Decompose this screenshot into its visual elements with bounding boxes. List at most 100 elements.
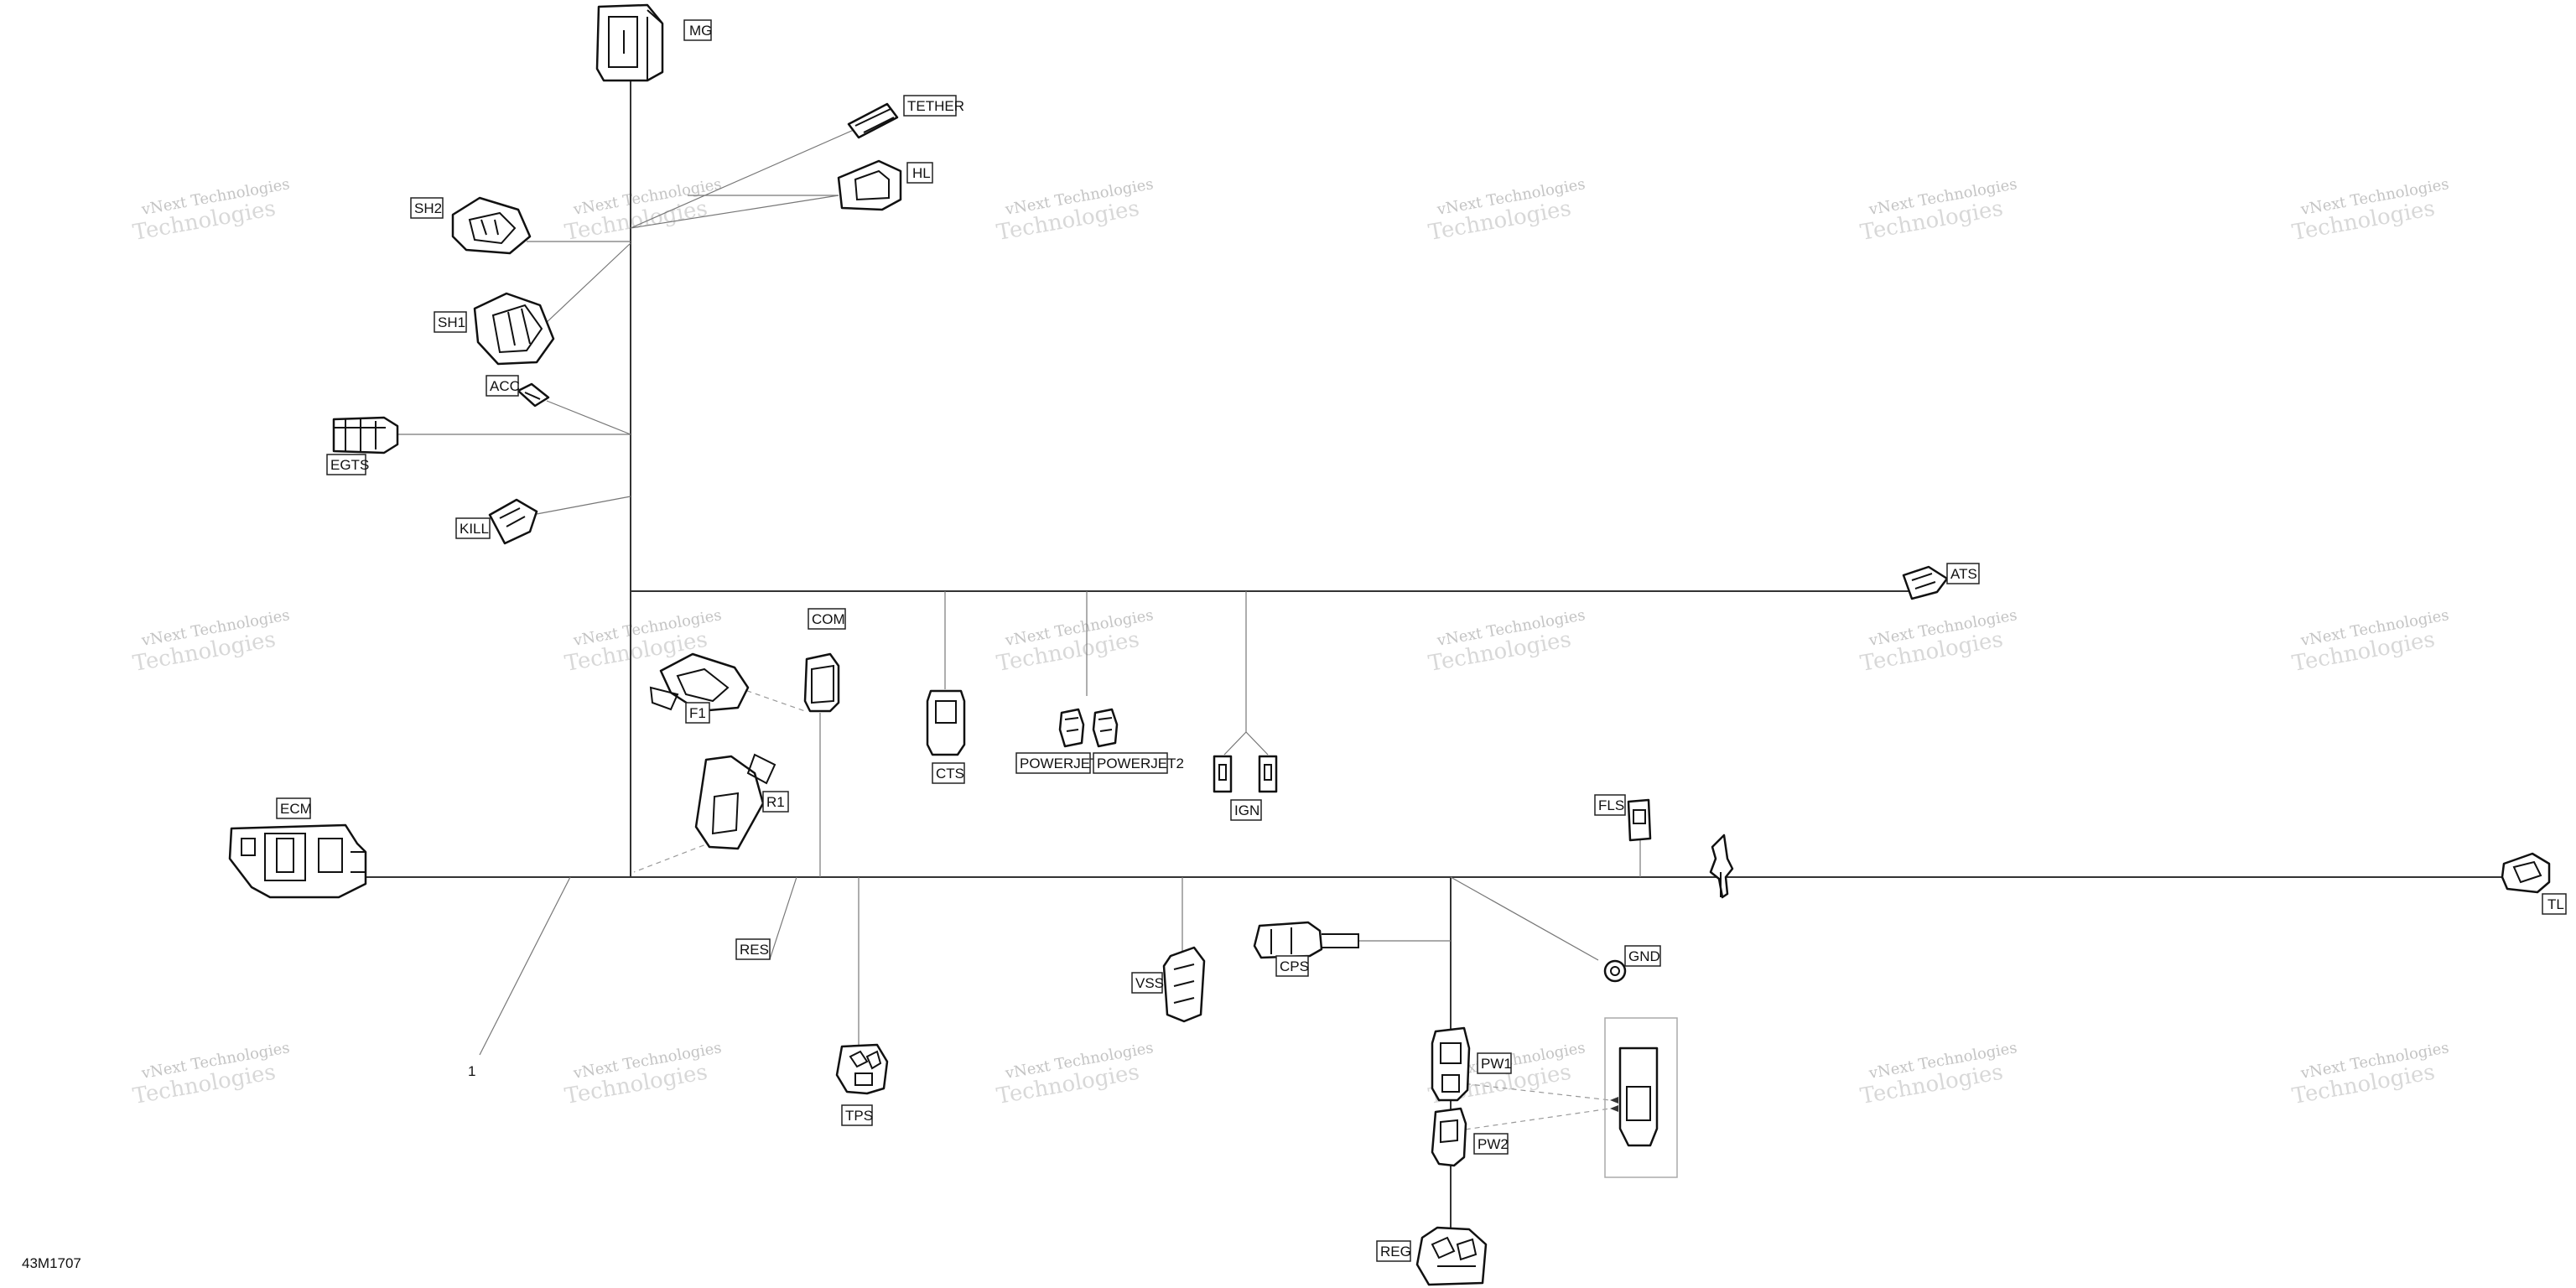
label-hl: HL [906, 162, 933, 184]
res-leader [769, 876, 797, 960]
sh1-connector-drawing [473, 292, 555, 366]
acc-connector-drawing [517, 382, 550, 408]
label-mg: MG [683, 19, 712, 41]
fls-connector-drawing [1627, 798, 1652, 842]
svg-text:PW1: PW1 [1481, 1056, 1512, 1072]
svg-text:IGN: IGN [1234, 802, 1259, 818]
svg-text:MG: MG [689, 23, 712, 39]
label-ats: ATS [1946, 563, 1980, 584]
label-tps: TPS [841, 1104, 873, 1126]
svg-text:R1: R1 [766, 794, 785, 810]
svg-text:ATS: ATS [1950, 566, 1977, 582]
label-f1: F1 [685, 702, 710, 724]
reg-connector-drawing [1415, 1226, 1488, 1286]
harness-clip-drawing [1709, 834, 1734, 899]
f1-dash [737, 687, 806, 712]
connector-labels: MG TETHER HL SH2 SH1 ACC EGTS KILL COM F… [22, 19, 2567, 1271]
label-powerjet1: POWERJET1 [1015, 752, 1107, 774]
kill-connector-drawing [488, 498, 538, 545]
mg-connector-drawing [595, 3, 664, 82]
powerjet2-connector-drawing [1092, 708, 1119, 748]
tether-wire [630, 117, 883, 229]
sh1-wire [543, 242, 631, 326]
com-connector-drawing [803, 652, 840, 713]
svg-text:POWERJET1: POWERJET1 [1020, 756, 1107, 771]
svg-text:CTS: CTS [936, 766, 964, 782]
label-kill: KILL [455, 517, 491, 539]
label-acc: ACC [486, 375, 520, 397]
label-vss: VSS [1131, 972, 1164, 994]
svg-text:TL: TL [2547, 896, 2564, 912]
ign-wire-left [1223, 731, 1247, 756]
pw2-dash [1446, 1108, 1611, 1133]
label-pw2: PW2 [1473, 1133, 1509, 1155]
tps-connector-drawing [835, 1043, 889, 1095]
svg-text:TPS: TPS [845, 1108, 873, 1124]
svg-text:SH2: SH2 [414, 200, 442, 216]
svg-text:RES: RES [740, 942, 769, 958]
svg-text:EGTS: EGTS [330, 457, 369, 473]
callout-leader [479, 876, 571, 1056]
svg-text:ACC: ACC [490, 378, 520, 394]
part-number: 43M1707 [22, 1255, 81, 1271]
ign-connector-drawing [1213, 755, 1278, 793]
hl-connector-drawing [837, 159, 902, 211]
cts-connector-drawing [926, 689, 966, 756]
ign-wire-right [1245, 731, 1269, 756]
pw2-connector-drawing [1431, 1107, 1467, 1167]
label-ign: IGN [1230, 799, 1262, 821]
label-powerjet2: POWERJET2 [1093, 752, 1184, 774]
svg-text:FLS: FLS [1598, 797, 1624, 813]
svg-text:CPS: CPS [1280, 958, 1309, 974]
svg-text:HL: HL [912, 165, 931, 181]
kill-wire [536, 496, 631, 515]
pw1-connector-drawing [1431, 1026, 1471, 1102]
svg-text:COM: COM [812, 611, 845, 627]
tl-connector-drawing [2501, 852, 2551, 894]
label-fls: FLS [1594, 794, 1626, 816]
f1-connector-drawing [649, 652, 750, 713]
harness-wires [366, 34, 2516, 1231]
svg-text:ECM: ECM [280, 801, 312, 817]
svg-text:VSS: VSS [1135, 975, 1164, 991]
label-r1: R1 [762, 791, 789, 813]
cps-connector-drawing [1253, 921, 1359, 959]
label-pw1: PW1 [1477, 1052, 1512, 1074]
label-egts: EGTS [326, 454, 369, 475]
label-reg: REG [1376, 1240, 1411, 1262]
label-sh1: SH1 [434, 311, 467, 333]
svg-text:SH1: SH1 [438, 314, 465, 330]
r1-connector-drawing [694, 753, 776, 850]
r1-dash [633, 838, 722, 873]
gnd-ring-drawing [1603, 959, 1627, 983]
hl-wire-a [630, 195, 839, 229]
label-com: COM [808, 608, 846, 630]
svg-text:REG: REG [1380, 1244, 1411, 1259]
vss-connector-drawing [1162, 946, 1206, 1023]
label-tether: TETHER [903, 95, 964, 117]
svg-text:POWERJET2: POWERJET2 [1097, 756, 1184, 771]
svg-text:PW2: PW2 [1478, 1136, 1509, 1152]
pw-detail-inset [1604, 1017, 1678, 1178]
tether-connector-drawing [847, 102, 899, 139]
label-gnd: GND [1624, 945, 1661, 967]
label-tl: TL [2542, 893, 2567, 915]
svg-text:F1: F1 [689, 705, 706, 721]
label-sh2: SH2 [410, 197, 444, 219]
sh2-connector-drawing [451, 196, 532, 255]
ats-connector-drawing [1902, 565, 1949, 600]
ecm-connector-drawing [228, 823, 367, 899]
